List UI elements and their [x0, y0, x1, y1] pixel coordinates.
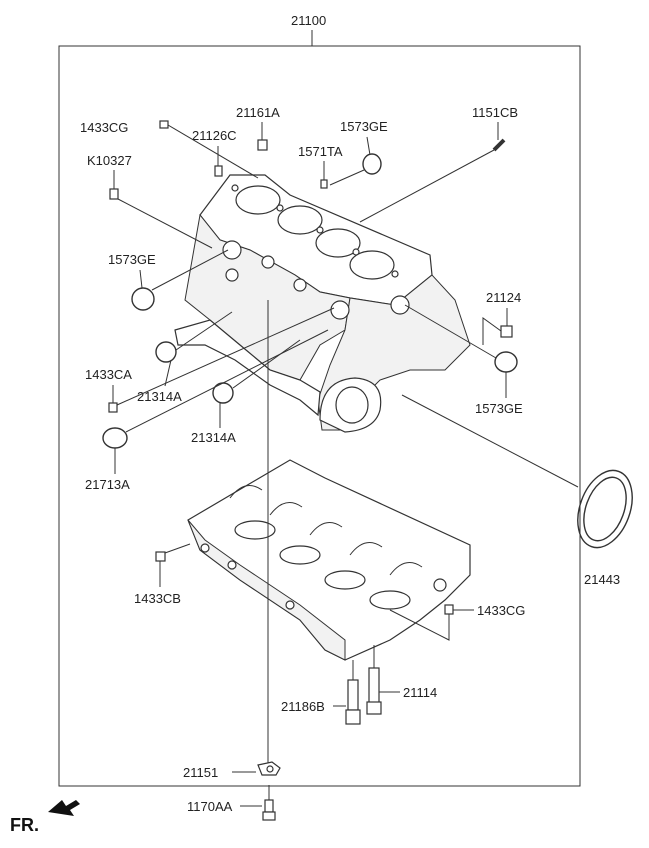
leader-1573GE-right-2	[404, 304, 497, 359]
bedplate-hole	[200, 543, 210, 553]
part-K10327-dowel	[109, 188, 119, 200]
deck-bolt-hole	[316, 226, 324, 234]
part-21161A-plug	[257, 139, 268, 151]
leader-21124-2	[482, 317, 502, 345]
front-arrow-icon	[48, 800, 80, 816]
label-1573GE-top[interactable]: 1573GE	[340, 119, 388, 134]
part-21186B-bolt	[345, 679, 361, 725]
part-1433CA-plug	[108, 402, 118, 413]
block-skirt	[174, 319, 321, 417]
part-1573GE-top-plug	[362, 153, 382, 175]
part-1573GE-left-plug	[131, 287, 155, 311]
bedplate-hole	[227, 560, 237, 570]
leader-1573GE-top-2	[329, 169, 365, 186]
core-hole	[261, 255, 275, 269]
core-hole	[225, 268, 239, 282]
label-1170AA[interactable]: 1170AA	[187, 799, 233, 814]
part-1433CB-plug	[155, 551, 166, 562]
leader-1433CG-top	[167, 124, 259, 179]
part-21114-bolt	[366, 667, 382, 715]
label-21100[interactable]: 21100	[291, 13, 326, 28]
core-hole	[293, 278, 307, 292]
deck-bolt-hole	[352, 248, 360, 256]
leader-1151CB-2	[359, 149, 495, 223]
leader-1573GE-left-2	[151, 249, 229, 291]
leader-K10327-2	[117, 198, 213, 249]
bearing-cap	[324, 570, 366, 590]
bore-2	[277, 205, 323, 235]
label-1151CB[interactable]: 1151CB	[472, 105, 518, 120]
leader-21314A-left-2	[175, 311, 233, 351]
leader-1573GE-left	[139, 269, 143, 289]
core-hole	[390, 295, 410, 315]
part-21713A-seal	[102, 427, 128, 449]
label-21126C[interactable]: 21126C	[192, 128, 237, 143]
label-21443[interactable]: 21443	[584, 572, 620, 587]
label-1433CG-top[interactable]: 1433CG	[80, 120, 128, 135]
bearing-cap	[369, 590, 411, 610]
label-1433CB[interactable]: 1433CB	[134, 591, 181, 606]
bedplate-front-face	[187, 519, 346, 661]
bore-3	[315, 228, 361, 258]
assembly-frame	[58, 45, 581, 787]
part-21151-sensor	[257, 761, 281, 776]
label-1433CG-bottom[interactable]: 1433CG	[477, 603, 525, 618]
bearing-arch	[309, 522, 343, 536]
bedplate	[187, 459, 471, 661]
bearing-arch	[229, 485, 263, 499]
label-21713A[interactable]: 21713A	[85, 477, 130, 492]
label-1573GE-right[interactable]: 1573GE	[475, 401, 523, 416]
part-1433CG-plug	[159, 120, 169, 129]
front-marker-label: FR.	[10, 815, 39, 835]
part-1151CB-stud	[492, 138, 506, 152]
part-21443-seal-inner	[583, 476, 627, 542]
cylinder-block	[174, 174, 471, 433]
label-1433CA[interactable]: 1433CA	[85, 367, 132, 382]
label-21314A-mid[interactable]: 21314A	[191, 430, 236, 445]
leader-21443	[401, 394, 579, 488]
leader-1573GE-top	[366, 136, 371, 156]
bedplate-hole	[285, 600, 295, 610]
leader-21314A-mid-2	[232, 339, 301, 389]
leader-1433CA-2	[116, 307, 335, 406]
core-hole	[330, 300, 350, 320]
deck-bolt-hole	[231, 184, 239, 192]
label-21114[interactable]: 21114	[403, 685, 437, 700]
part-21124-dowel	[500, 325, 513, 338]
deck-bolt-hole	[391, 270, 399, 278]
part-21443-seal-outer	[577, 469, 633, 549]
part-1433CG-bottom-plug	[444, 604, 454, 615]
label-1571TA[interactable]: 1571TA	[298, 144, 343, 159]
bearing-cap	[234, 520, 276, 540]
label-21124[interactable]: 21124	[486, 290, 521, 305]
label-21314A-left[interactable]: 21314A	[137, 389, 182, 404]
leader-21713A-2	[125, 329, 329, 433]
bearing-arch	[349, 542, 383, 556]
part-21314A-left-plug	[155, 341, 177, 363]
bearing-arch	[269, 502, 303, 516]
label-21151[interactable]: 21151	[183, 765, 218, 780]
deck-bolt-hole	[276, 204, 284, 212]
label-21186B[interactable]: 21186B	[281, 699, 325, 714]
bore-1	[235, 185, 281, 215]
part-21126C-dowel	[214, 165, 223, 177]
bore-4	[349, 250, 395, 280]
bearing-cap	[279, 545, 321, 565]
leader-21314A-left	[164, 359, 172, 387]
part-1170AA-bolt	[262, 799, 276, 821]
label-K10327[interactable]: K10327	[87, 153, 132, 168]
label-1573GE-left[interactable]: 1573GE	[108, 252, 156, 267]
bedplate-hole	[433, 578, 447, 592]
bearing-arch	[389, 562, 423, 576]
crank-bore	[335, 386, 369, 424]
leader-1433CG-bottom-2	[389, 609, 450, 641]
part-1573GE-right-plug	[494, 351, 518, 373]
part-1571TA-plug	[320, 179, 328, 189]
core-hole	[222, 240, 242, 260]
label-21161A[interactable]: 21161A	[236, 105, 280, 120]
leader-1433CB-2	[164, 543, 191, 554]
